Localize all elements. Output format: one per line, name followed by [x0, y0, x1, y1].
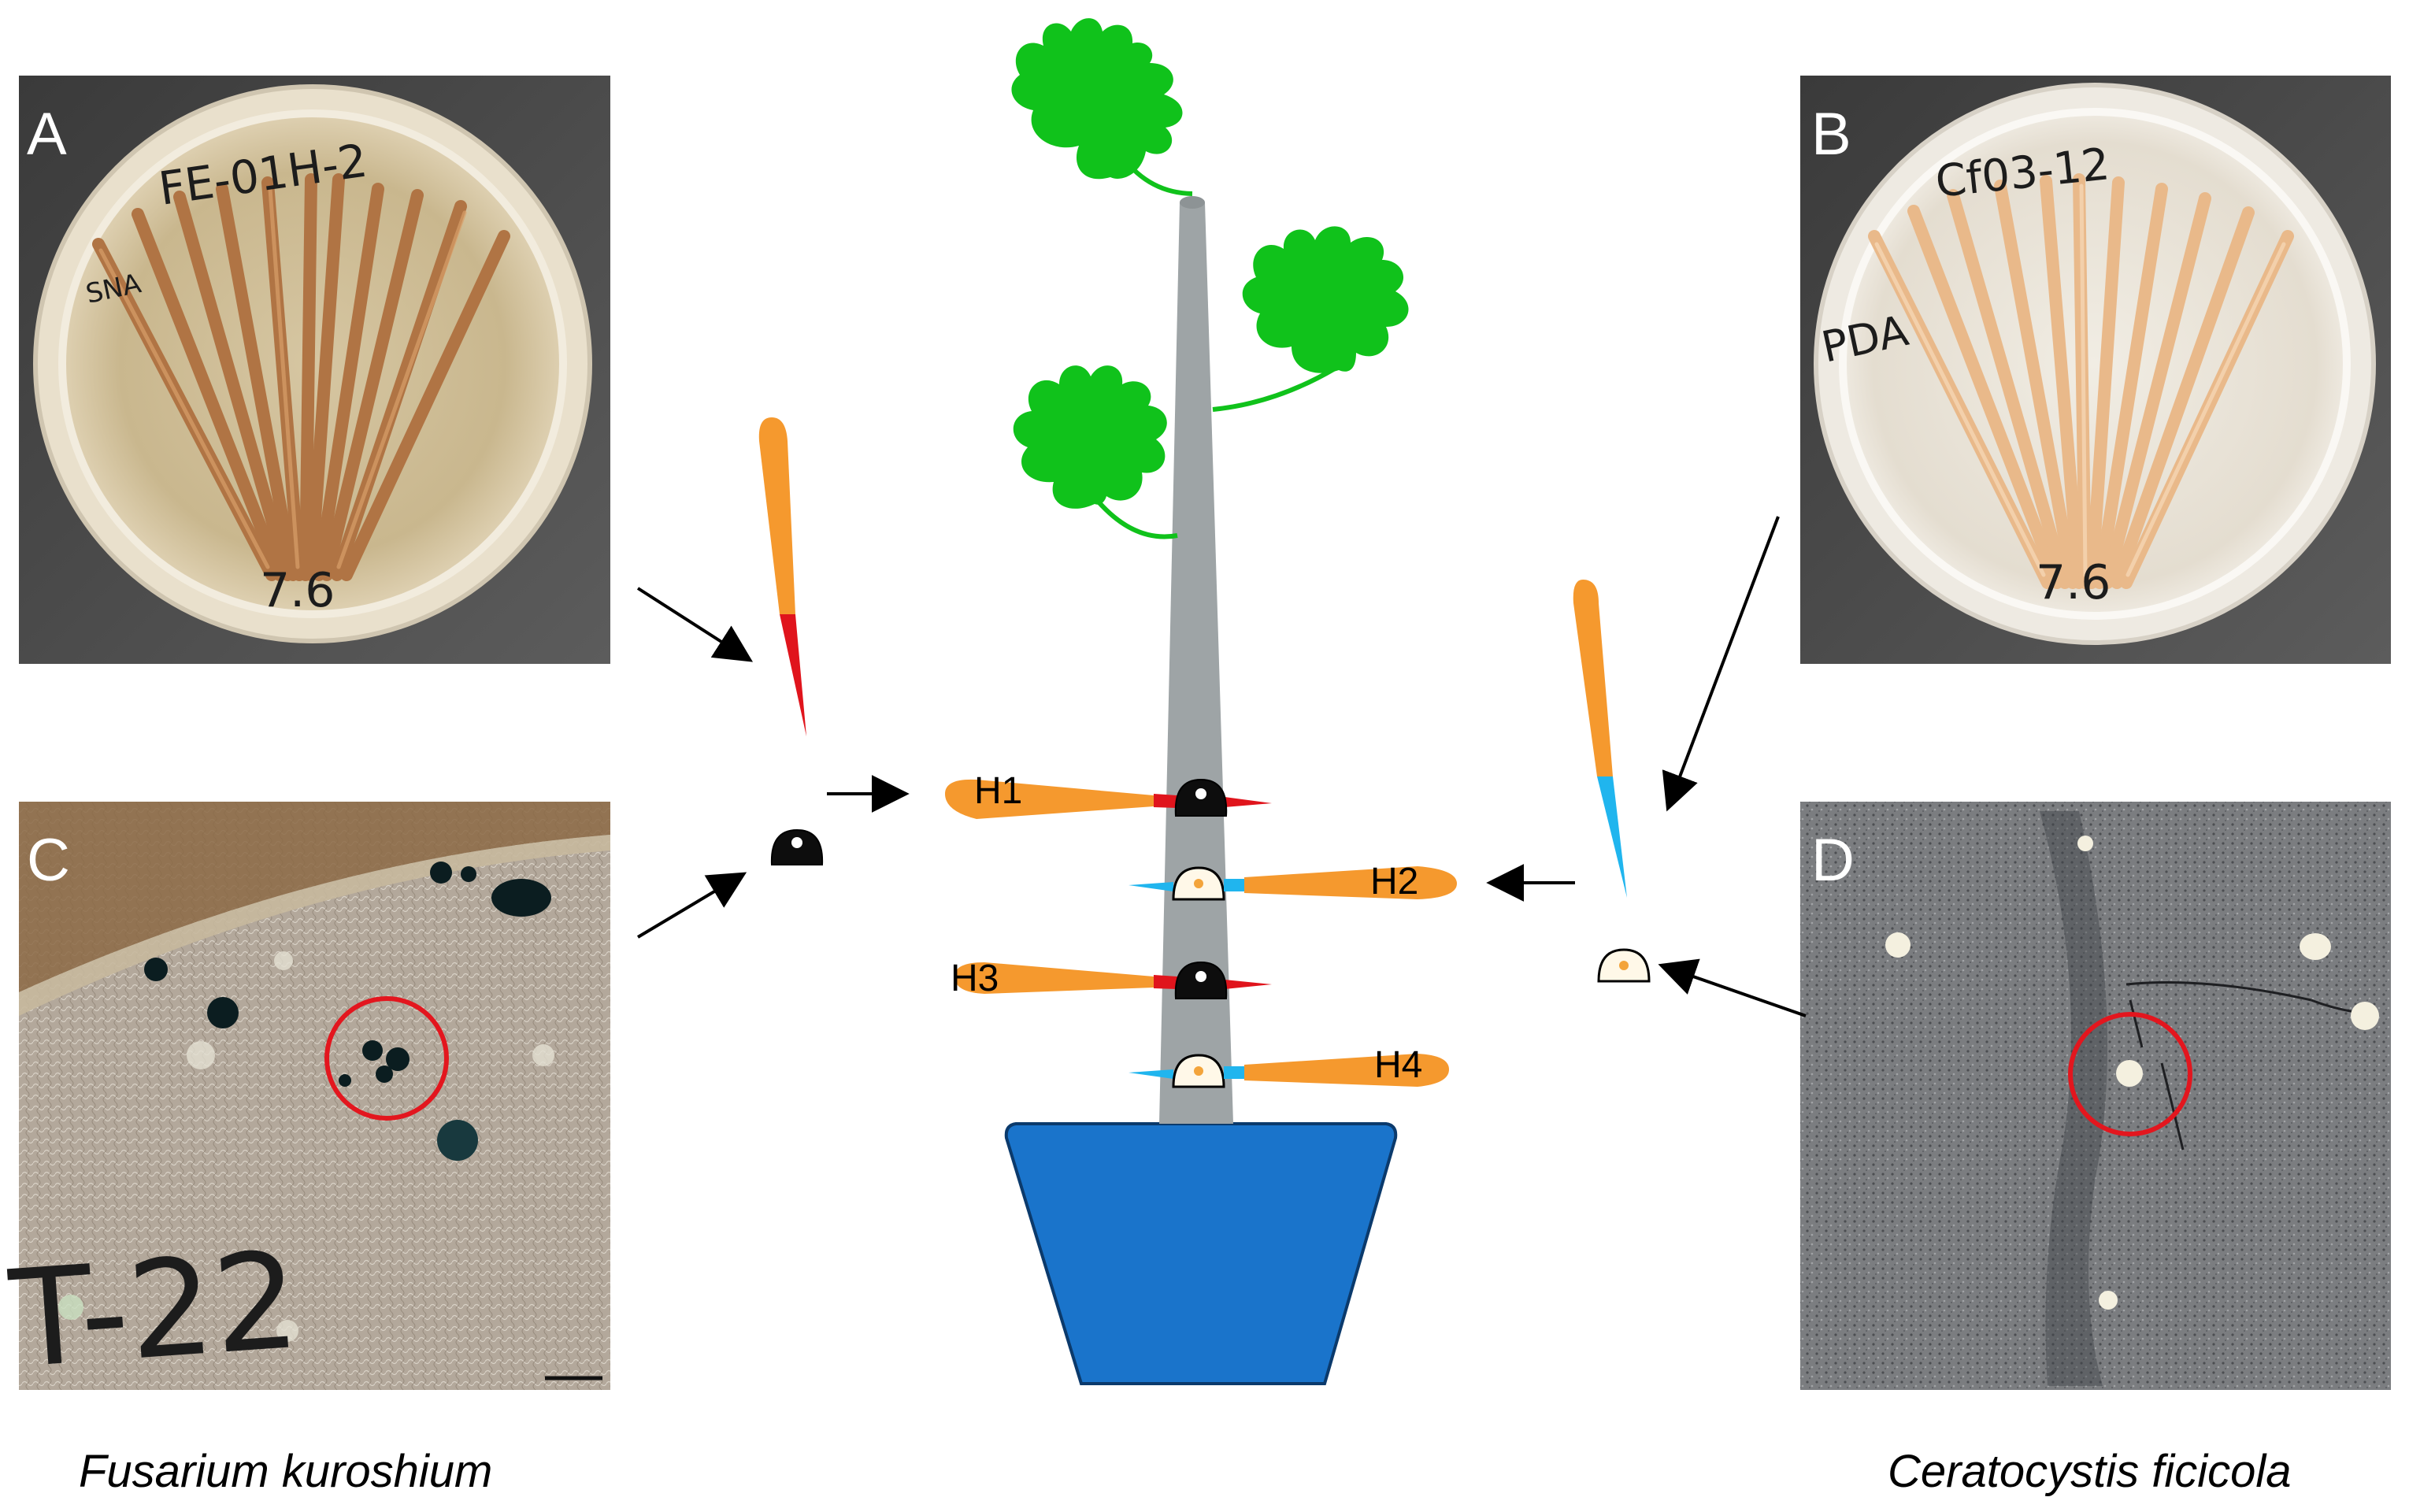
- toothpick-h4: [1244, 1054, 1449, 1087]
- arrow-icon: [1662, 516, 1780, 812]
- highlight-circle-c: [324, 996, 449, 1121]
- hole-h2: H2: [1129, 861, 1457, 902]
- panel-letter-d: D: [1811, 827, 1855, 894]
- species-label-right: Ceratocystis ficicola: [1888, 1446, 2291, 1497]
- hole-h3: H3: [951, 958, 1272, 999]
- fig-leaf-icon: [1011, 18, 1183, 180]
- fig-leaf-icon: [1242, 226, 1409, 373]
- arrow-icon: [636, 587, 754, 662]
- ceratocystis-inoculum: [1573, 580, 1651, 983]
- toothpick-h3: [954, 962, 1154, 994]
- ascomata-necks: [2125, 981, 2355, 1151]
- plate-mark-b: 7.6: [2036, 555, 2111, 610]
- black-ascomata: [144, 862, 551, 1161]
- pot: [1004, 1122, 1398, 1385]
- panel-letter-a: A: [27, 101, 67, 168]
- hole-label-h4: H4: [1374, 1044, 1422, 1086]
- toothpick-h1: [945, 779, 1154, 819]
- highlight-circle-d: [2068, 1012, 2192, 1136]
- hole-label-h3: H3: [951, 958, 999, 999]
- hole-h4: H4: [1129, 1044, 1449, 1088]
- white-ascomata: [1885, 836, 2379, 1310]
- panel-c-photo: T-22 C: [5, 802, 610, 1399]
- hole-label-h1: H1: [974, 770, 1022, 812]
- panel-a-photo: FE-01H-2 SNA 7.6 A: [19, 76, 610, 664]
- panel-letter-b: B: [1811, 101, 1851, 168]
- hole-label-h2: H2: [1370, 861, 1418, 902]
- arrow-icon: [1658, 958, 1807, 1017]
- fig-leaf-icon: [1013, 365, 1167, 509]
- fusarium-inoculum: [758, 417, 824, 865]
- fusarium-toothpick: [758, 417, 795, 614]
- species-label-left: Fusarium kuroshium: [79, 1446, 492, 1497]
- plate-mark-a: 7.6: [260, 563, 335, 618]
- toothpick-h2: [1244, 866, 1457, 899]
- panel-d-photo: D: [1800, 802, 2391, 1390]
- fig-plant: H1 H2 H3 H4: [945, 18, 1457, 1385]
- hole-h1: H1: [945, 770, 1272, 819]
- ceratocystis-toothpick: [1573, 580, 1613, 776]
- arrow-icon: [636, 872, 747, 939]
- plate-note-c: T-22: [5, 1223, 304, 1399]
- panel-letter-c: C: [27, 827, 70, 894]
- arrows: [636, 516, 1807, 1017]
- panel-b-photo: Cf03-12 PDA 7.6 B: [1800, 76, 2391, 664]
